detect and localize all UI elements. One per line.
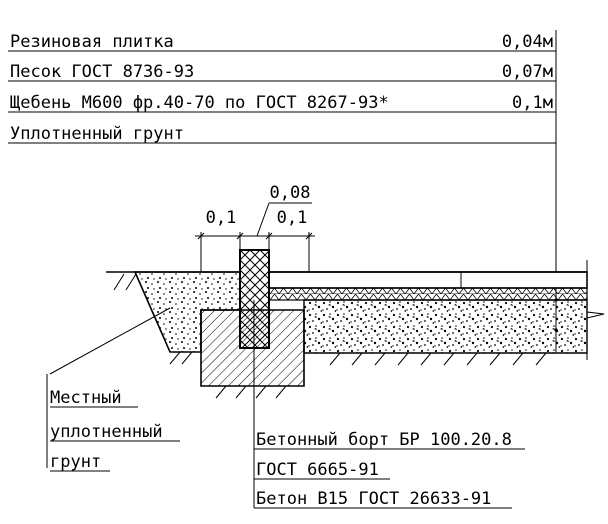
layer-callout: Щебень М600 фр.40-70 по ГОСТ 8267-93* 0,…: [8, 93, 556, 113]
dimension-center: 0,08: [270, 183, 311, 203]
layer-thickness: 0,07м: [502, 62, 553, 82]
soil-note-line: грунт: [50, 452, 101, 472]
curb-note-line: Бетонный борт БР 100.20.8: [256, 430, 512, 450]
layer-name: Уплотненный грунт: [10, 124, 184, 144]
layer-thickness: 0,1м: [512, 93, 553, 113]
layer-callout: Уплотненный грунт: [8, 124, 556, 144]
layer-callout: Песок ГОСТ 8736-93 0,07м: [8, 62, 556, 82]
layer-name: Резиновая плитка: [10, 32, 174, 52]
dimension-right: 0,1: [277, 208, 308, 228]
curb-note-line: Бетон В15 ГОСТ 26633-91: [256, 489, 491, 509]
ground-hatch-marks: [113, 273, 547, 399]
soil-note-line: Местный: [50, 388, 122, 408]
soil-note: Местный уплотненный грунт: [46, 307, 180, 472]
layer-name: Песок ГОСТ 8736-93: [10, 62, 194, 82]
layer-callout: Резиновая плитка 0,04м: [8, 32, 556, 52]
curb-note-line: ГОСТ 6665-91: [256, 460, 379, 480]
curb-note: Бетонный борт БР 100.20.8 ГОСТ 6665-91 Б…: [253, 300, 525, 509]
dimension-left: 0,1: [206, 208, 237, 228]
pavement-section: [106, 249, 605, 399]
layer-thickness: 0,04м: [502, 32, 553, 52]
soil-note-line: уплотненный: [50, 422, 163, 442]
layer-name: Щебень М600 фр.40-70 по ГОСТ 8267-93*: [10, 93, 389, 113]
layer-callouts: Резиновая плитка 0,04м Песок ГОСТ 8736-9…: [8, 30, 558, 352]
